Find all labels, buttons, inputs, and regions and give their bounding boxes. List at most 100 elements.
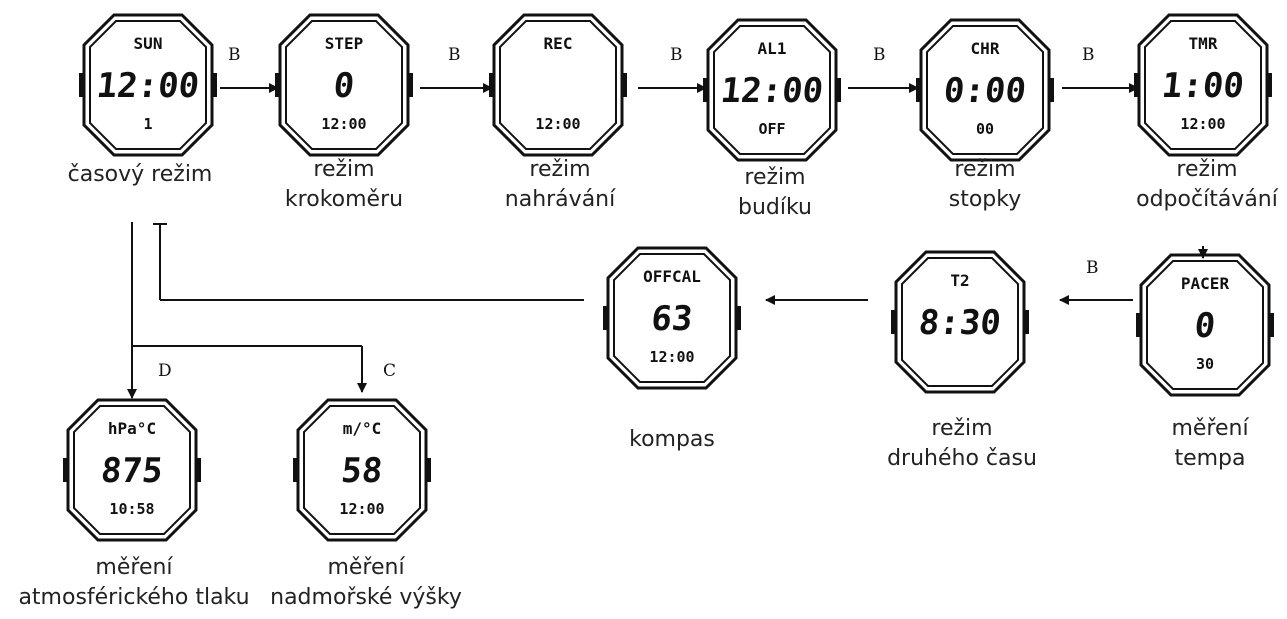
watch-pace: PACER 0 30	[1136, 253, 1274, 397]
watch-timer: TMR 1:00 12:00	[1134, 13, 1272, 157]
caption-time: časový režim	[68, 160, 213, 190]
lcd-top-text: SUN	[134, 34, 163, 53]
watch-left-button	[703, 78, 708, 102]
watch-bezel	[499, 20, 617, 150]
watch-left-button	[916, 78, 921, 102]
button-b-label: B	[873, 45, 886, 65]
watch-case-outline	[492, 13, 624, 157]
watch-compass: OFFCAL 63 12:00	[603, 246, 741, 390]
caption-line: měření	[1171, 416, 1249, 441]
lcd-bottom-text: 1	[143, 115, 152, 133]
watch-left-button	[63, 458, 68, 482]
watch-pedometer: STEP 0 12:00	[275, 13, 413, 157]
watch-bezel	[285, 20, 403, 150]
watch-case-outline	[82, 13, 214, 157]
button-b-label: B	[448, 45, 461, 65]
lcd-main-text: 875	[99, 451, 165, 491]
caption-line: nahrávání	[504, 187, 616, 212]
button-d-label: D	[158, 361, 172, 381]
lcd-bottom-text: OFF	[758, 120, 785, 138]
lcd-bottom-text: 12:00	[649, 348, 694, 366]
caption-line: odpočítávání	[1136, 187, 1278, 212]
watch-case-outline	[1139, 253, 1271, 397]
lcd-main-text: 0	[1193, 306, 1218, 346]
lcd-bottom-text: 12:00	[321, 115, 366, 133]
watch-recording: REC 12:00	[489, 13, 627, 157]
caption-line: druhého času	[887, 446, 1037, 471]
button-b-label: B	[1086, 258, 1099, 278]
watch-dual-time: T28:30	[891, 250, 1029, 394]
lcd-main-text: 8:30	[917, 303, 1003, 343]
watch-case-outline	[1137, 13, 1269, 157]
lcd-main-text: 1:00	[1160, 66, 1246, 106]
caption-barometer: měření atmosférického tlaku	[18, 553, 249, 613]
watch-bezel	[1146, 260, 1264, 390]
watch-case-outline	[919, 18, 1051, 162]
lcd-top-text: PACER	[1181, 274, 1230, 293]
watch-case-outline	[894, 250, 1026, 394]
watch-bezel	[89, 20, 207, 150]
lcd-main-text: 58	[339, 451, 384, 491]
watch-bezel	[303, 405, 421, 535]
watch-left-button	[275, 73, 280, 97]
watch-left-button	[1136, 313, 1141, 337]
watch-bezel	[73, 405, 191, 535]
watch-right-button	[426, 458, 431, 482]
watch-right-button	[836, 78, 841, 102]
lcd-bottom-text: 30	[1196, 355, 1214, 373]
watch-right-button	[1267, 73, 1272, 97]
watch-bezel	[613, 253, 731, 383]
watch-bezel	[901, 257, 1019, 387]
button-b-label: B	[670, 45, 683, 65]
caption-compass: kompas	[629, 425, 715, 455]
watch-right-button	[408, 73, 413, 97]
lcd-bottom-text: 12:00	[339, 500, 384, 518]
caption-dual-time: režim druhého času	[887, 414, 1037, 474]
caption-line: režim	[529, 157, 591, 182]
button-b-label: B	[228, 45, 241, 65]
watch-right-button	[1024, 310, 1029, 334]
caption-line: stopky	[948, 187, 1022, 212]
watch-left-button	[489, 73, 494, 97]
caption-line: režim	[744, 165, 806, 190]
lcd-top-text: REC	[544, 34, 573, 53]
lcd-main-text: 0	[332, 66, 357, 106]
caption-pace: měření tempa	[1171, 414, 1248, 474]
lcd-main-text: 12:00	[95, 66, 202, 106]
watch-bezel	[926, 25, 1044, 155]
lcd-top-text: TMR	[1189, 34, 1218, 53]
watch-right-button	[212, 73, 217, 97]
watch-bezel	[713, 25, 831, 155]
watch-case-outline	[606, 246, 738, 390]
lcd-bottom-text: 12:00	[1180, 115, 1225, 133]
watch-case-outline	[66, 398, 198, 542]
lcd-top-text: OFFCAL	[643, 267, 701, 286]
caption-line: režim	[931, 416, 993, 441]
caption-line: krokoměru	[284, 187, 404, 212]
lcd-bottom-text: 12:00	[535, 115, 580, 133]
lcd-main-text: 12:00	[719, 71, 826, 111]
watch-left-button	[891, 310, 896, 334]
caption-line: atmosférického tlaku	[18, 585, 250, 610]
lcd-top-text: CHR	[971, 39, 1000, 58]
caption-recording: režim nahrávání	[505, 155, 615, 215]
watch-right-button	[1049, 78, 1054, 102]
caption-line: tempa	[1174, 446, 1246, 471]
lcd-top-text: STEP	[325, 34, 364, 53]
lcd-top-text: AL1	[758, 39, 787, 58]
watch-left-button	[79, 73, 84, 97]
lcd-main-text: 63	[649, 299, 694, 339]
lcd-bottom-text: 00	[976, 120, 994, 138]
watch-right-button	[196, 458, 201, 482]
caption-line: měření	[95, 555, 173, 580]
caption-line: nadmořské výšky	[270, 585, 462, 610]
caption-line: kompas	[629, 427, 715, 452]
watch-right-button	[736, 306, 741, 330]
